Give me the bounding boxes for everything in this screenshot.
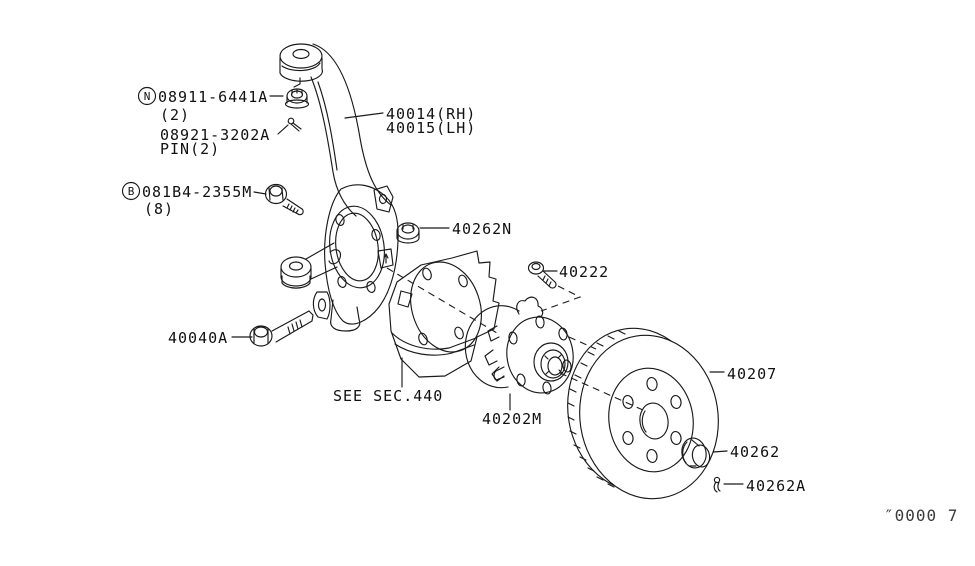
dust-cap-icon [681, 437, 711, 469]
label-cap-pin: 40262A [746, 477, 806, 495]
flange-bolt-icon [264, 183, 304, 216]
cap-pin-icon [713, 476, 721, 493]
knuckle-bolt-icon [249, 310, 314, 347]
splash-shield-drawing [388, 250, 500, 378]
cotter-pin-icon [287, 117, 302, 132]
assembly-axis-lines [386, 267, 644, 411]
circled-letter-n [137, 86, 157, 106]
label-knuckle-bolt: 40040A [168, 329, 228, 347]
label-lock-nut: 40262N [452, 220, 512, 238]
label-castle-nut: 08911-6441A [158, 88, 268, 106]
lock-nut-icon [396, 222, 420, 244]
label-hub-bolt: 40222 [559, 263, 609, 281]
label-brake-rotor: 40207 [727, 365, 777, 383]
label-cotter-pin-note: PIN(2) [160, 140, 220, 158]
part-labels: N 08911-6441A (2) 08921-3202A PIN(2) B 0… [121, 86, 806, 495]
circled-letter-b [121, 181, 141, 201]
label-cotter-pin: 08921-3202A [160, 126, 270, 144]
steering-knuckle-drawing [279, 43, 399, 332]
label-knuckle-rh: 40014(RH) [386, 105, 476, 123]
drawing-code: ″0000 7 [884, 506, 958, 525]
hub-bolt-icon [527, 261, 557, 289]
castle-nut-icon [284, 88, 310, 109]
label-castle-nut-qty: (2) [160, 106, 190, 124]
label-flange-bolt: 081B4-2355M [142, 183, 252, 201]
label-hub-assembly: 40202M [482, 410, 542, 428]
label-flange-bolt-qty: (8) [144, 200, 174, 218]
label-hub-cap: 40262 [730, 443, 780, 461]
label-baffle-plate: SEE SEC.440 [333, 387, 443, 405]
leader-lines [231, 95, 744, 485]
circled-letter-n-text: N [144, 90, 151, 103]
wheel-hub-drawing [464, 296, 574, 395]
label-knuckle-lh: 40015(LH) [386, 119, 476, 137]
circled-letter-b-text: B [128, 185, 135, 198]
brake-rotor-drawing [567, 327, 719, 500]
